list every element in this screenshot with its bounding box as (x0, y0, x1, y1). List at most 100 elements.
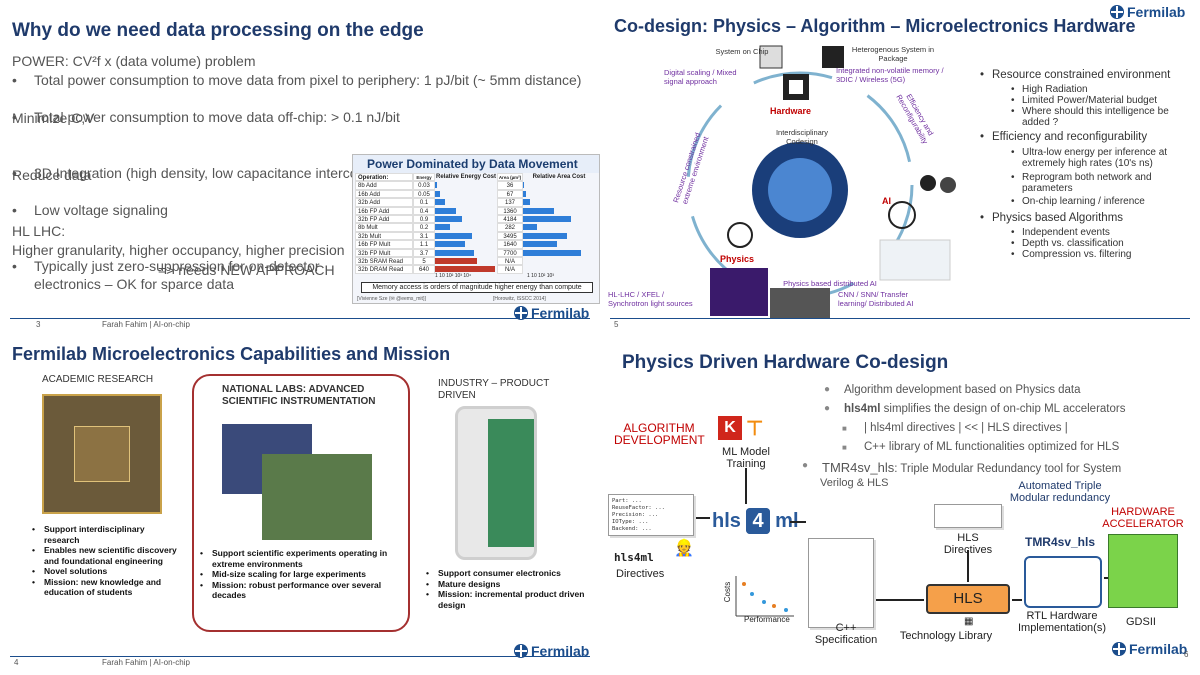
tmr-tail: Verilog & HLS (820, 477, 889, 489)
area-bar-cell (523, 181, 595, 189)
col-rel-energy: Relative Energy Cost (435, 174, 497, 180)
table-cell-energy: 0.4 (413, 206, 435, 215)
table-cell-energy: 3.7 (413, 248, 435, 257)
hl-lhc-conclusion: => needs NEW APPROACH (158, 262, 335, 278)
table-cell-operation: 16b Add (355, 189, 413, 199)
table-cell-energy: 5 (413, 256, 435, 266)
table-cell-operation: 16b FP Add (355, 206, 413, 215)
plot-point (784, 608, 788, 612)
footer-line (10, 318, 590, 319)
energy-bar (435, 207, 456, 214)
physics-label: Physics (720, 254, 755, 264)
area-bar (523, 241, 557, 248)
phone-board (488, 419, 534, 547)
code-line: IOType: ... (612, 519, 649, 525)
energy-bar (435, 249, 474, 256)
phys-distributed-label: Physics based distributed AI (783, 279, 877, 288)
tmr-tool-label: TMR4sv_hls (1024, 535, 1096, 549)
digital-scaling-label: Digital scaling / Mixed signal approach (664, 68, 737, 86)
credit-left: [Vivienne Sze (✉ @eems_mit)] (357, 296, 426, 302)
slide-title: Physics Driven Hardware Co-design (622, 352, 949, 373)
sub-cpp-library: C++ library of ML functionalities optimi… (842, 441, 1119, 453)
sub-bullet-power: Limited Power/Material budget (1008, 95, 1198, 106)
table-cell-area: 282 (497, 223, 523, 232)
table-cell-area: 137 (497, 198, 523, 207)
user-icon: 👷 (674, 540, 694, 557)
fermilab-logo: Fermilab (1110, 4, 1185, 20)
table-cell-operation: 8b Add (355, 181, 413, 190)
codesign-diagram (686, 45, 956, 318)
fermilab-logo-text: Fermilab (531, 305, 590, 321)
energy-bar-cell (435, 257, 497, 265)
hls-box: HLS (926, 584, 1010, 614)
col-operation: Operation: (355, 173, 413, 182)
table-rows: Operation: Energy (pJ) Relative Energy C… (355, 173, 597, 274)
fermilab-logo: Fermilab (514, 305, 589, 321)
slide-data-processing-edge: Why do we need data processing on the ed… (0, 0, 600, 337)
col-academic-head: ACADEMIC RESEARCH (42, 374, 154, 385)
academic-item: Mission: new knowledge and education of … (30, 577, 180, 598)
ml-training-label: ML Model Training (722, 446, 770, 470)
table-cell-energy: 3.1 (413, 231, 435, 241)
table-cell-operation: 32b Add (355, 198, 413, 207)
energy-bar-cell (435, 207, 497, 215)
energy-bar (435, 182, 438, 189)
fermilab-icon (1110, 5, 1124, 19)
hls4ml-logo-part: 4 (746, 508, 770, 534)
table-cell-energy: 1.1 (413, 240, 435, 249)
plot-point (772, 604, 776, 608)
fermilab-icon (514, 306, 528, 320)
table-cell-operation: 32b FP Mult (355, 248, 413, 257)
energy-bar (435, 190, 440, 197)
area-bar-cell (523, 190, 595, 198)
power-heading: POWER: CV²f x (data volume) problem (12, 53, 256, 69)
table-note: Memory access is orders of magnitude hig… (361, 282, 593, 293)
hls4ml-bold: hls4ml (844, 403, 881, 415)
energy-bar (435, 199, 445, 206)
fermilab-logo-text: Fermilab (1129, 641, 1188, 657)
table-cell-area: N/A (497, 256, 523, 266)
table-cell-energy: 640 (413, 265, 435, 274)
footer-page-number: 5 (614, 320, 619, 329)
sub-hls4ml-directives: | hls4ml directives | << | HLS directive… (842, 422, 1068, 434)
energy-bar (435, 257, 477, 264)
fermilab-icon (1112, 642, 1126, 656)
bullet-hls4ml: hls4ml simplifies the design of on-chip … (824, 403, 1126, 415)
bullet-efficiency: Efficiency and reconfigurability (980, 131, 1197, 144)
power-bullet-2: Total power consumption to move data off… (12, 108, 592, 126)
fermilab-logo-text: Fermilab (1127, 4, 1186, 20)
minimize-heading: Minimize C,V (12, 110, 95, 126)
table-cell-energy: 0.2 (413, 223, 435, 232)
table-cell-operation: 32b FP Add (355, 214, 413, 224)
tmr-rest: : Triple Modular Redundancy tool for Sys… (894, 463, 1122, 475)
col-industry-head: INDUSTRY – PRODUCT DRIVEN (438, 378, 550, 401)
area-bar-cell (523, 257, 595, 265)
table-row: 32b SRAM Read (8KB)5N/A (355, 256, 597, 273)
industry-list: Support consumer electronics Mature desi… (424, 568, 594, 610)
lhc-label: HL-LHC / XFEL / Synchrotron light source… (608, 290, 693, 308)
hls4ml-logo: hls 4 ml (712, 508, 799, 534)
cost-performance-plot (735, 576, 794, 617)
soc-label: System on Chip (715, 47, 769, 56)
footer-author: Farah Fahim | AI-on-chip (102, 658, 190, 667)
center-label: Interdisciplinary Codesign (775, 128, 829, 146)
academic-item: Support interdisciplinary research (30, 524, 180, 545)
energy-bar-cell (435, 265, 497, 273)
cpp-spec-label: C++ Specification (814, 622, 878, 646)
integrated-memory-label: Integrated non-volatile memory / 3DIC / … (836, 66, 944, 84)
code-line: Part: ... (612, 498, 642, 504)
area-bar (523, 232, 568, 239)
rtl-label: RTL Hardware Implementation(s) (1017, 610, 1107, 634)
cnn-label: CNN / SNN/ Transfer learning/ Distribute… (838, 290, 914, 308)
neural-net-icon (888, 201, 916, 229)
area-bar-cell (523, 215, 595, 223)
cable-image (770, 288, 830, 318)
area-bar (523, 215, 571, 222)
energy-bar-cell (435, 223, 497, 231)
reduce-heading: Reduce data (12, 167, 92, 183)
